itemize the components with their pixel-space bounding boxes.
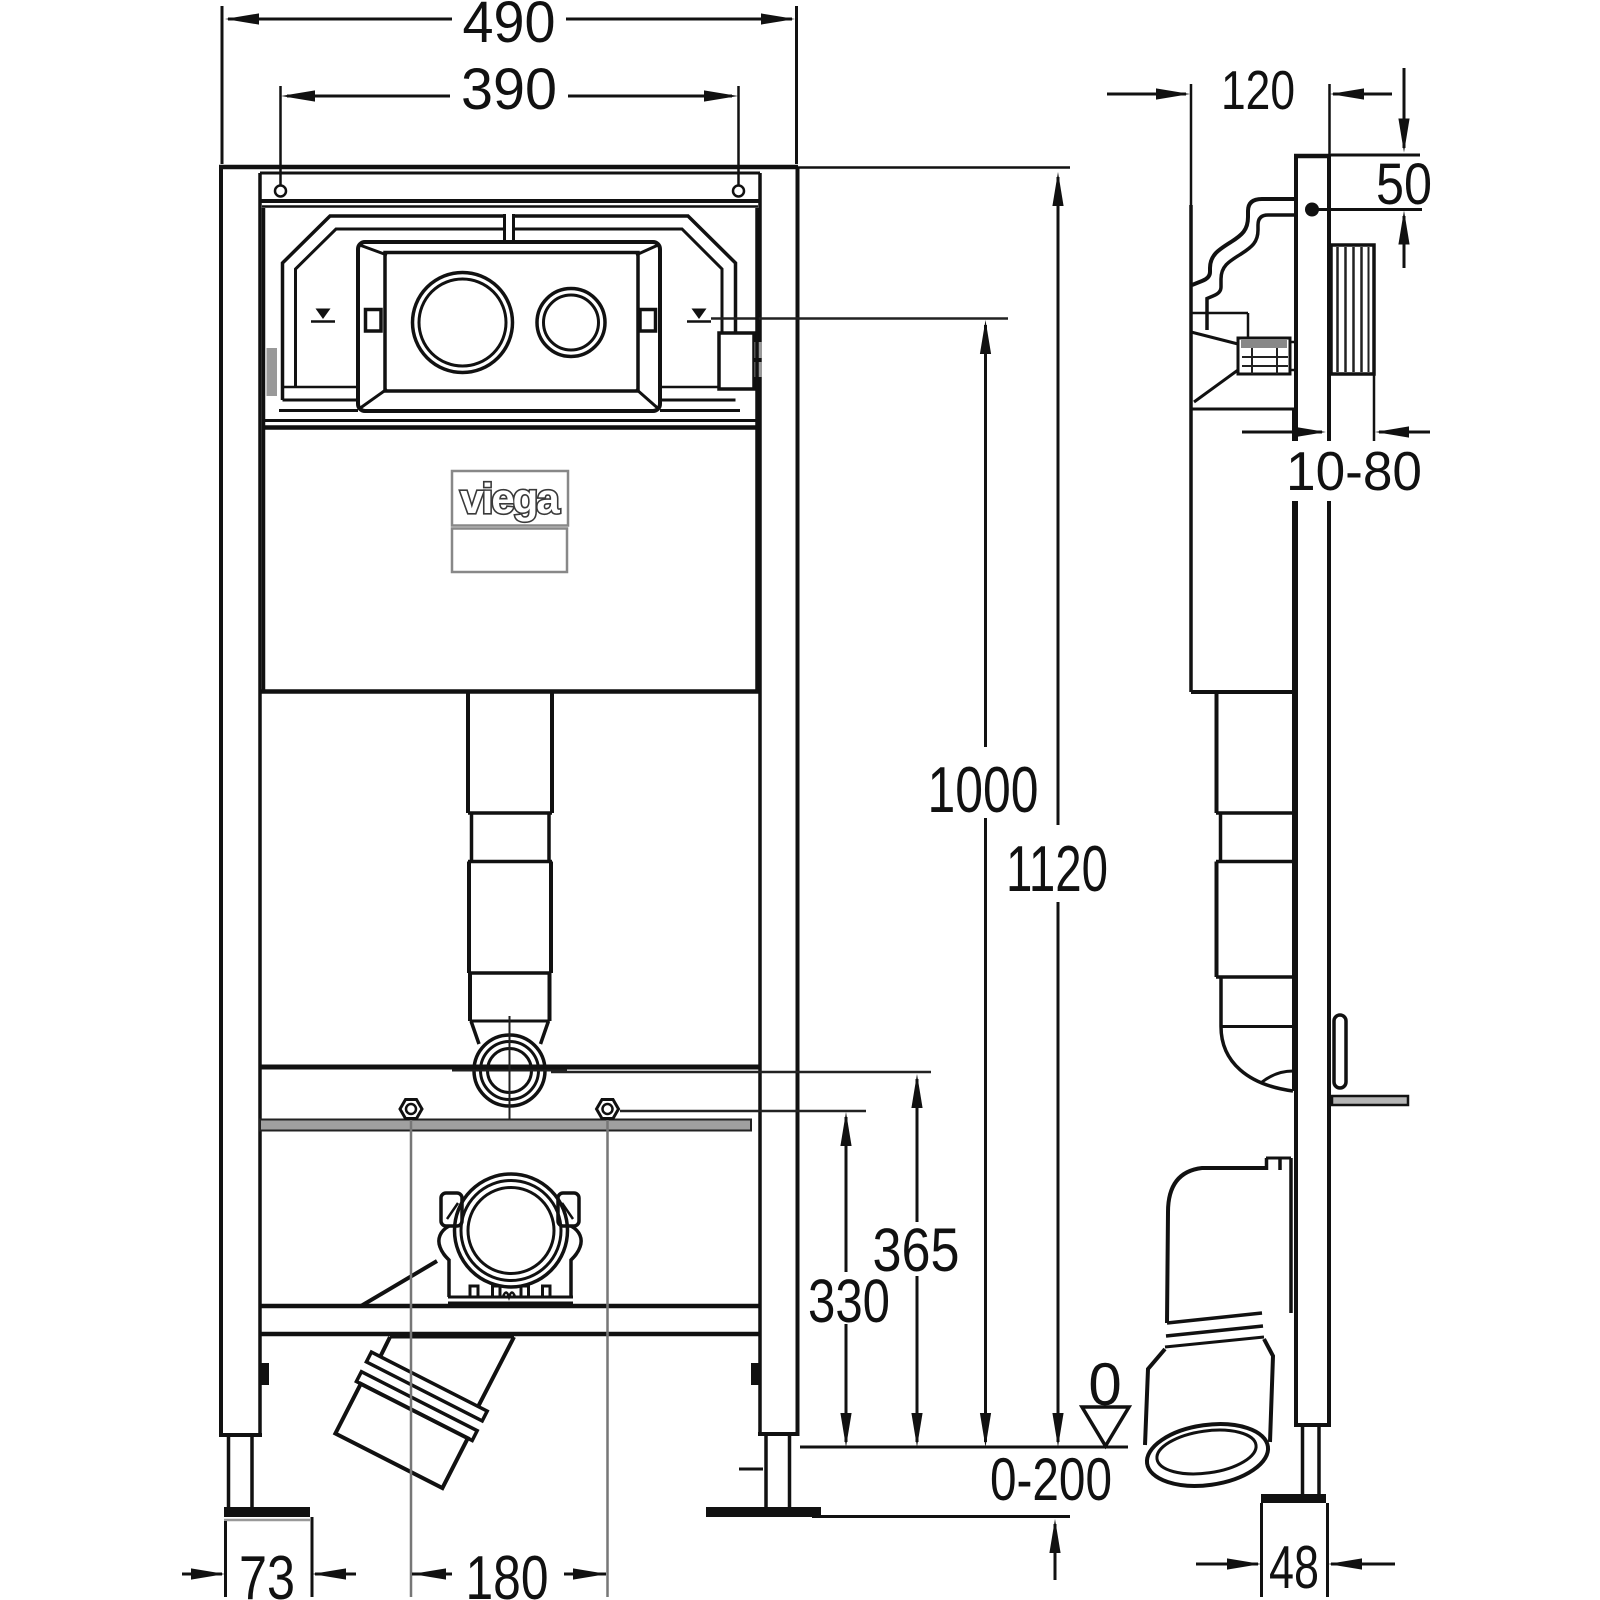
svg-text:viega: viega	[460, 475, 560, 522]
svg-text:1120: 1120	[1006, 832, 1108, 905]
svg-text:365: 365	[873, 1216, 960, 1284]
svg-text:48: 48	[1269, 1534, 1319, 1600]
svg-text:330: 330	[808, 1267, 890, 1335]
svg-text:0-200: 0-200	[990, 1446, 1112, 1513]
svg-text:490: 490	[463, 0, 556, 55]
svg-text:10-80: 10-80	[1286, 440, 1422, 502]
svg-text:73: 73	[239, 1544, 295, 1600]
svg-text:120: 120	[1221, 59, 1295, 121]
svg-text:180: 180	[466, 1544, 549, 1600]
svg-text:390: 390	[461, 57, 557, 122]
svg-text:50: 50	[1376, 152, 1432, 217]
svg-text:1000: 1000	[928, 753, 1039, 826]
